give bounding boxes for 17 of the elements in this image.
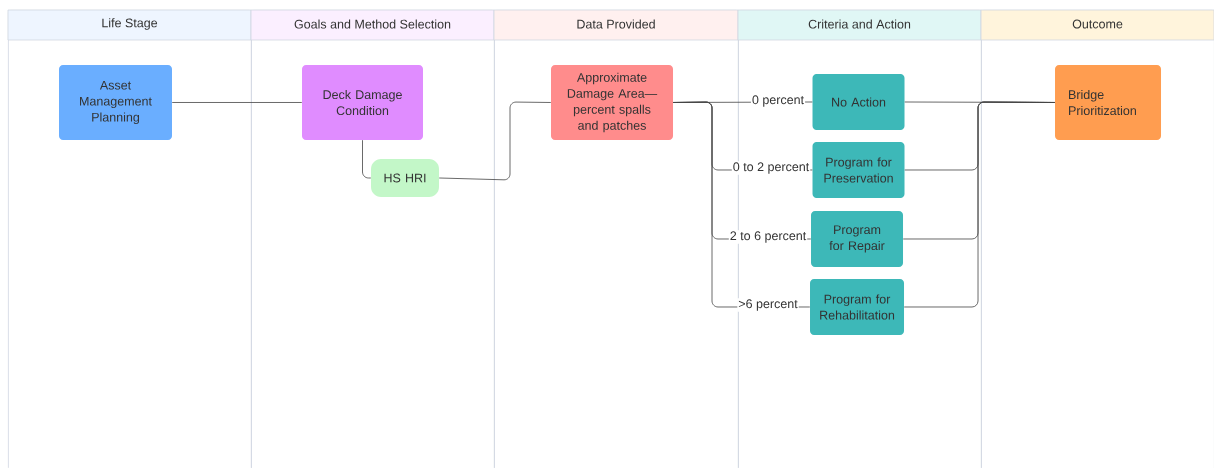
process-box: Bridge Prioritization — [1055, 65, 1161, 140]
process-box: Asset Management Planning — [59, 65, 172, 140]
edge-label: 0 percent — [750, 94, 806, 108]
connector — [903, 101, 1056, 308]
edge-label: 0 to 2 percent — [731, 161, 811, 175]
connector — [362, 139, 372, 179]
process-box: Program for Repair — [811, 211, 903, 267]
edge-label: >6 percent — [737, 298, 799, 312]
process-box: Approximate Damage Area— percent spalls and patches — [551, 65, 673, 140]
connector — [438, 101, 552, 181]
process-box: No Action — [812, 74, 905, 130]
process-box: Deck Damage Condition — [302, 65, 423, 140]
process-box: Program for Preservation — [812, 142, 905, 198]
process-box: Program for Rehabilitation — [810, 279, 904, 335]
edge-label: 2 to 6 percent — [728, 230, 808, 244]
process-box: HS HRI — [371, 159, 439, 197]
connector — [171, 102, 303, 103]
